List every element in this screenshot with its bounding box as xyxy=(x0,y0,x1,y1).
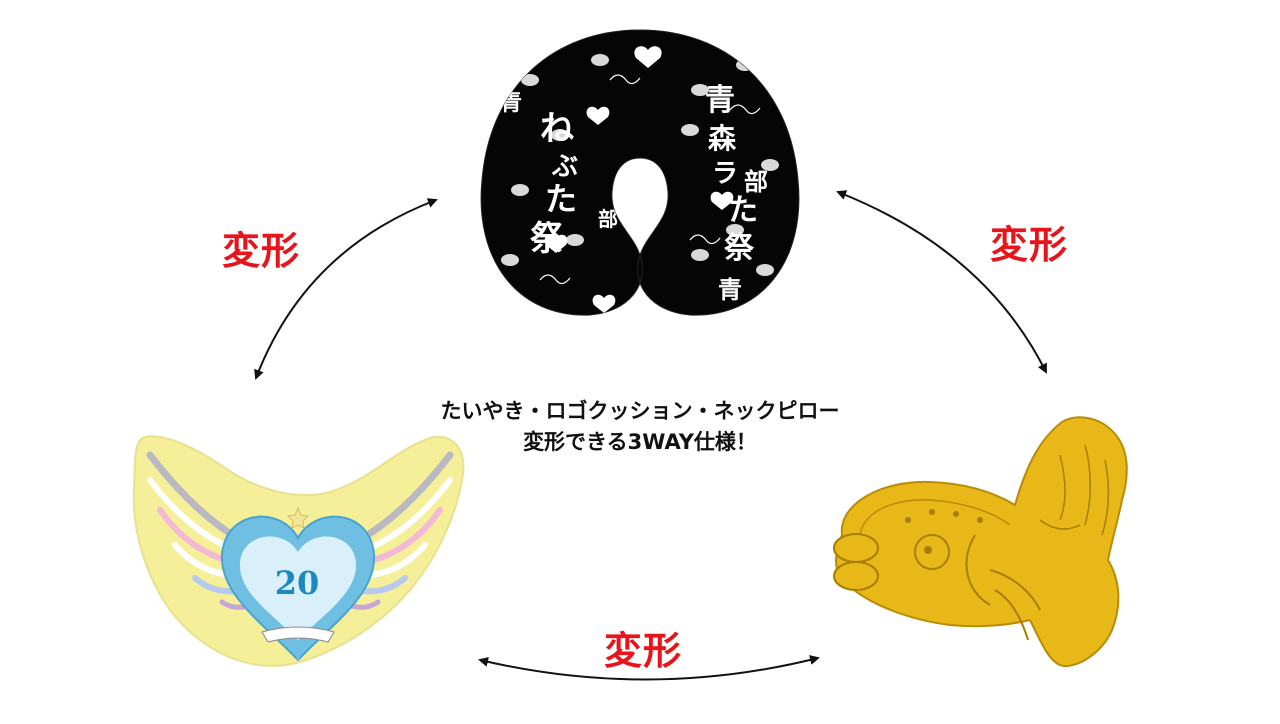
pillow-pattern-char: た xyxy=(545,180,577,218)
pillow-pattern-char: 青 xyxy=(718,275,742,304)
pillow-pattern-char: ラ xyxy=(712,159,738,189)
pillow-pattern-char: 部 xyxy=(598,207,618,231)
pillow-pattern-char: 祭 xyxy=(724,231,755,266)
taiyaki-image xyxy=(833,416,1128,668)
pillow-pattern-char: 祭 xyxy=(530,219,565,259)
pillow-pattern-char: ね xyxy=(540,109,574,149)
pillow-pattern-char: 部 xyxy=(744,167,768,196)
pillow-pattern-char: ぶ xyxy=(551,152,578,182)
neck-pillow-image: 青 森 ラ 部 ね ぶ た 祭 た 祭 青 青 部 xyxy=(480,29,800,316)
pillow-pattern-char: た xyxy=(728,193,758,228)
pillow-pattern-char: 青 xyxy=(500,90,522,116)
caption-line-2: 変形できる3WAY仕様！ xyxy=(523,430,757,454)
double-arrow-icon xyxy=(836,190,1047,374)
double-arrow-icon xyxy=(254,198,438,380)
caption-line-1: たいやき・ロゴクッション・ネックピロー xyxy=(440,399,840,423)
pillow-pattern-char: 青 xyxy=(705,83,735,118)
emblem-number: 20 xyxy=(275,564,320,602)
transform-label-left: 変形 xyxy=(222,229,301,273)
double-arrow-icon xyxy=(478,655,820,681)
caption: たいやき・ロゴクッション・ネックピロー 変形できる3WAY仕様！ xyxy=(360,396,920,458)
pillow-pattern-char: 森 xyxy=(708,122,737,155)
transform-label-bottom: 変形 xyxy=(604,629,683,673)
transform-label-right: 変形 xyxy=(990,223,1069,267)
logo-cushion-image: 20 xyxy=(132,435,465,667)
